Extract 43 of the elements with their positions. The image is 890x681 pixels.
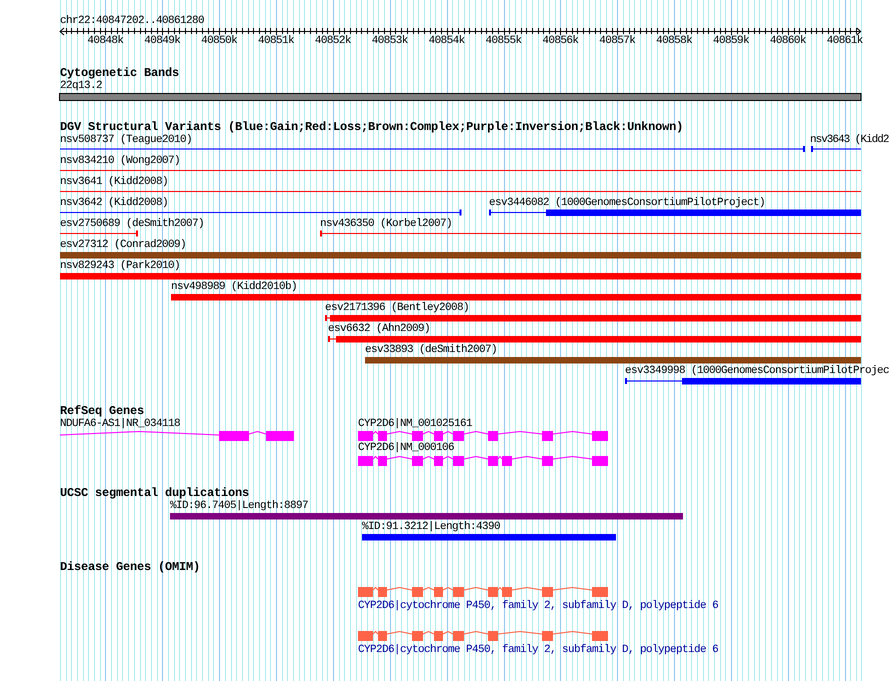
gene-label: NDUFA6-AS1|NR_034118 <box>60 418 180 430</box>
track-title: UCSC segmental duplications <box>60 487 250 500</box>
variant-label: nsv498989 (Kidd2010b) <box>171 281 298 293</box>
ruler-tick-label: 40856k <box>542 35 578 47</box>
variant-label: nsv3643 (Kidd2 <box>810 134 888 146</box>
ruler-tick-label: 40857k <box>599 35 636 47</box>
track-title: RefSeq Genes <box>60 405 144 418</box>
track-title: DGV Structural Variants (Blue:Gain;Red:Loss;Brown:Complex;Purple:Inversion;Black:Unknown) <box>60 121 684 134</box>
ruler-tick-label: 40849k <box>144 35 180 47</box>
coordinate-range-label: chr22:40847202..40861280 <box>60 15 204 27</box>
ruler-tick-label: 40852k <box>314 35 351 47</box>
ruler-tick-label: 40861k <box>826 35 863 47</box>
variant-label: nsv834210 (Wong2007) <box>60 155 180 167</box>
ruler-tick-label: 40851k <box>258 35 294 47</box>
variant-label: esv2171396 (Bentley2008) <box>325 302 470 314</box>
variant-label: nsv829243 (Park2010) <box>60 260 180 272</box>
variant-label: esv6632 (Ahn2009) <box>328 323 430 335</box>
gene-label: CYP2D6|NM_001025161 <box>358 418 472 430</box>
ruler-tick-label: 40859k <box>713 35 750 47</box>
disease-gene-label: CYP2D6|cytochrome P450, family 2, subfamily D, polypeptide 6 <box>358 600 718 612</box>
variant-label: esv33893 (deSmith2007) <box>365 344 498 356</box>
ruler-tick-label: 40848k <box>87 35 124 47</box>
disease-gene-label: CYP2D6|cytochrome P450, family 2, subfamily D, polypeptide 6 <box>358 644 718 656</box>
variant-label: nsv508737 (Teague2010) <box>60 134 192 146</box>
ruler-tick-label: 40854k <box>428 35 465 47</box>
ruler-tick-label: 40860k <box>770 35 806 47</box>
ruler-tick-label: 40853k <box>372 35 408 47</box>
variant-label: esv3349998 (1000GenomesConsortiumPilotProjec <box>625 365 890 377</box>
ruler-tick-label: 40858k <box>656 35 692 47</box>
variant-label: esv2750689 (deSmith2007) <box>60 218 204 230</box>
variant-label: nsv3641 (Kidd2008) <box>60 176 168 188</box>
ruler-tick-label: 40850k <box>201 35 238 47</box>
variant-label: esv3446082 (1000GenomesConsortiumPilotProject) <box>489 197 766 209</box>
duplication-label: %ID:91.3212|Length:4390 <box>362 521 500 533</box>
duplication-label: %ID:96.7405|Length:8897 <box>170 500 308 512</box>
band-name-label: 22q13.2 <box>60 80 102 92</box>
track-title: Cytogenetic Bands <box>60 67 180 80</box>
variant-label: nsv436350 (Korbel2007) <box>320 218 452 230</box>
ruler-tick-label: 40855k <box>486 35 522 47</box>
variant-label: nsv3642 (Kidd2008) <box>60 197 168 209</box>
gene-label: CYP2D6|NM_000106 <box>358 442 454 454</box>
track-title: Disease Genes (OMIM) <box>60 561 200 574</box>
variant-label: esv27312 (Conrad2009) <box>60 239 186 251</box>
